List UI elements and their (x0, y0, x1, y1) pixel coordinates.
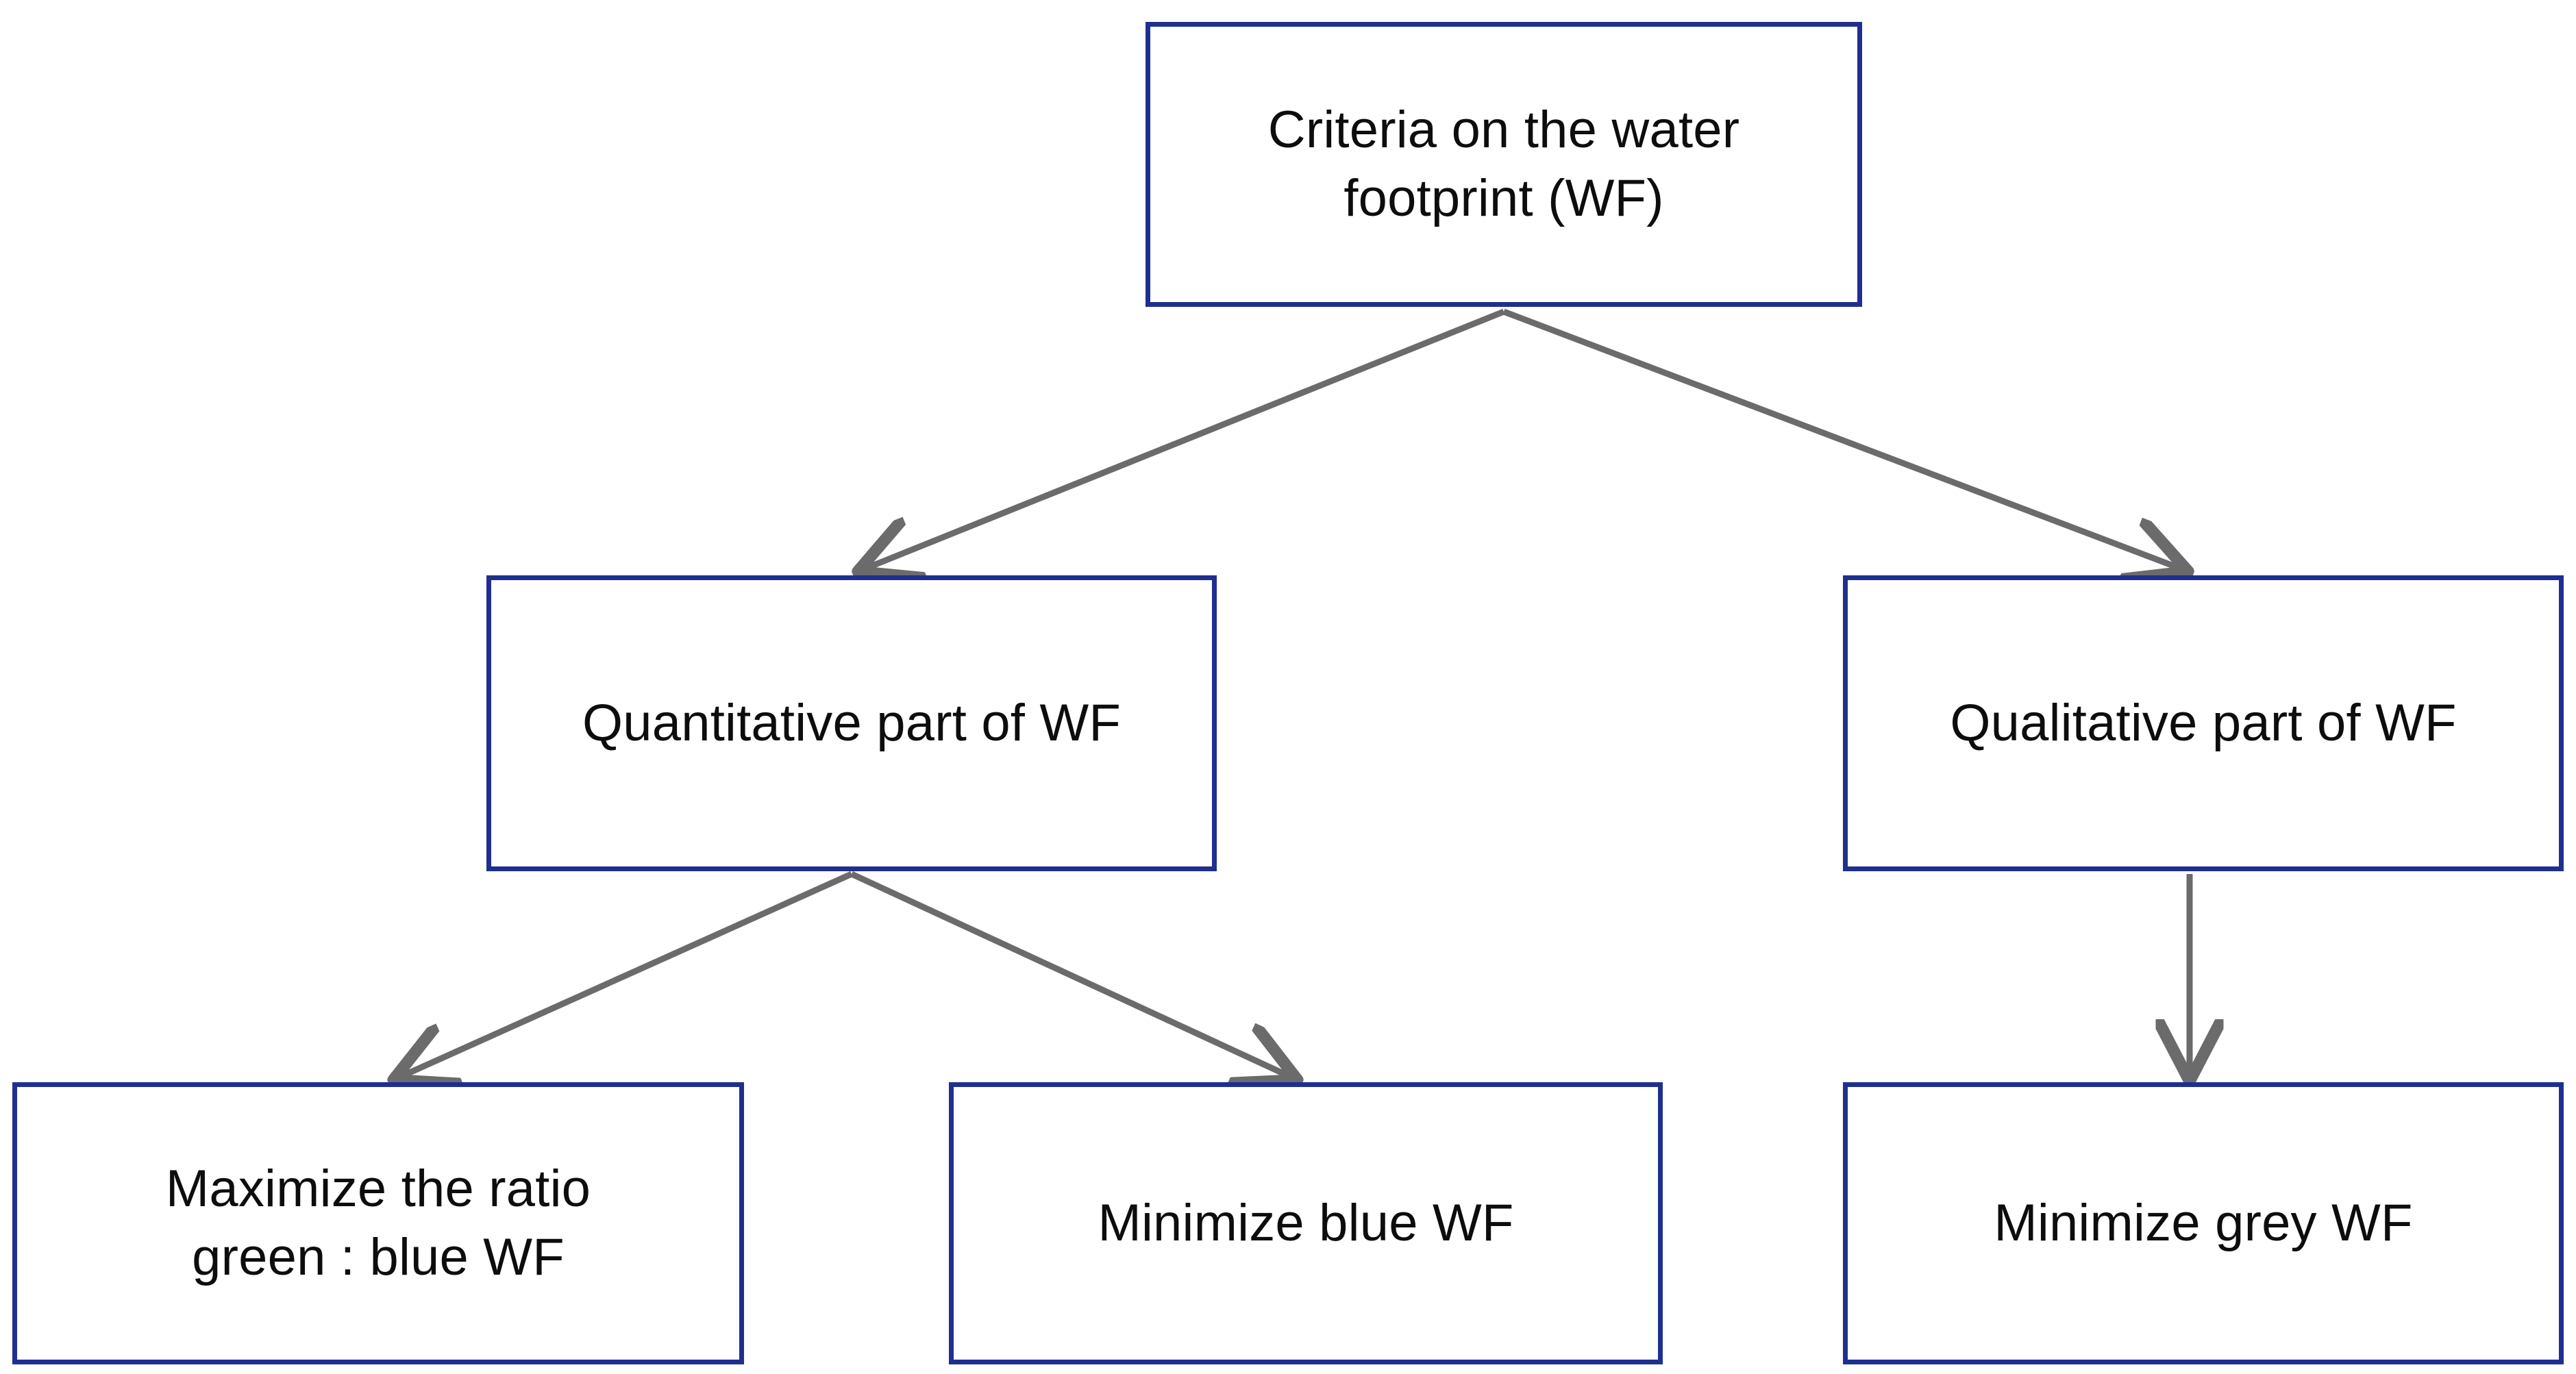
edge-quantitative-to-max-ratio (397, 871, 853, 1078)
node-label-max-ratio: Maximize the ratio green : blue WF (165, 1159, 591, 1286)
node-label-min-blue: Minimize blue WF (1098, 1193, 1514, 1252)
node-label-min-grey: Minimize grey WF (1994, 1193, 2413, 1252)
node-label-quantitative: Quantitative part of WF (582, 693, 1121, 752)
node-qualitative-part-of-wf[interactable]: Qualitative part of WF (1843, 575, 2564, 871)
edge-quantitative-to-min-blue (850, 871, 1293, 1078)
node-criteria-on-the-water-footprint[interactable]: Criteria on the water footprint (WF) (1145, 22, 1862, 307)
node-minimize-grey-wf[interactable]: Minimize grey WF (1843, 1082, 2564, 1364)
edge-root-to-quantitative (862, 308, 1505, 570)
node-label-qualitative: Qualitative part of WF (1950, 693, 2457, 752)
node-quantitative-part-of-wf[interactable]: Quantitative part of WF (486, 575, 1217, 871)
node-maximize-the-ratio-green-blue-wf[interactable]: Maximize the ratio green : blue WF (12, 1082, 744, 1364)
node-minimize-blue-wf[interactable]: Minimize blue WF (949, 1082, 1663, 1364)
edge-root-to-qualitative (1502, 308, 2184, 570)
node-label-root: Criteria on the water footprint (WF) (1267, 100, 1740, 227)
